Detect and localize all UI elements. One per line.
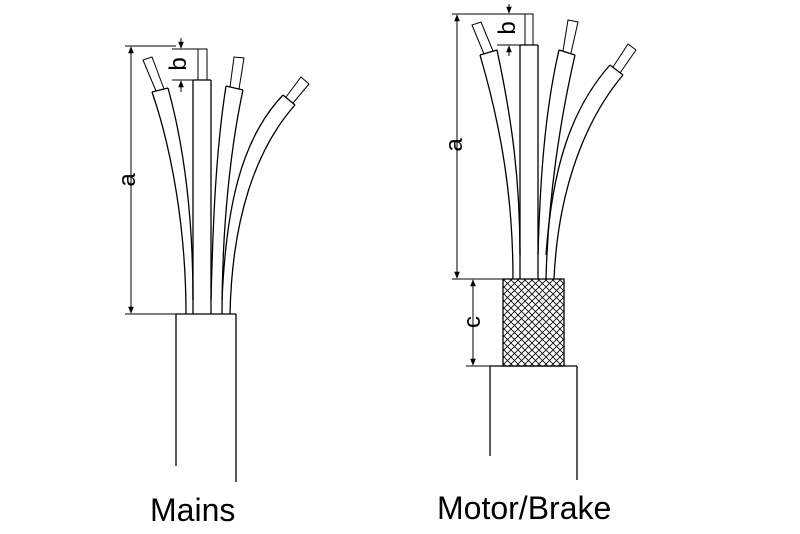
motor-dimension-a: a [441, 13, 525, 280]
mains-wire-straight [192, 48, 212, 314]
motor-brake-caption: Motor/Brake [437, 490, 612, 526]
motor-dimension-c-label: c [459, 316, 486, 328]
mains-cable: a b [114, 38, 310, 482]
mains-caption: Mains [150, 492, 236, 528]
braided-shield [502, 278, 565, 367]
mains-wire-right [210, 56, 245, 315]
motor-wire-left [471, 21, 521, 280]
motor-wire-straight [519, 13, 539, 279]
mains-dimension-a: a [114, 45, 176, 315]
motor-brake-cable: a b c [441, 4, 637, 480]
mains-dimension-a-label: a [114, 173, 141, 187]
mains-wire-far-right [221, 76, 310, 315]
mains-cable-jacket [175, 313, 237, 482]
motor-wire-far-right [545, 43, 637, 280]
motor-dimension-b: b [494, 4, 521, 56]
motor-cable-jacket [489, 365, 578, 480]
motor-dimension-c: c [459, 278, 503, 367]
mains-dimension-b-label: b [165, 57, 192, 70]
mains-dimension-b: b [165, 38, 198, 92]
motor-dimension-b-label: b [494, 21, 521, 34]
motor-dimension-a-label: a [441, 138, 468, 152]
mains-wire-left [142, 56, 194, 315]
motor-wire-right [537, 19, 579, 280]
